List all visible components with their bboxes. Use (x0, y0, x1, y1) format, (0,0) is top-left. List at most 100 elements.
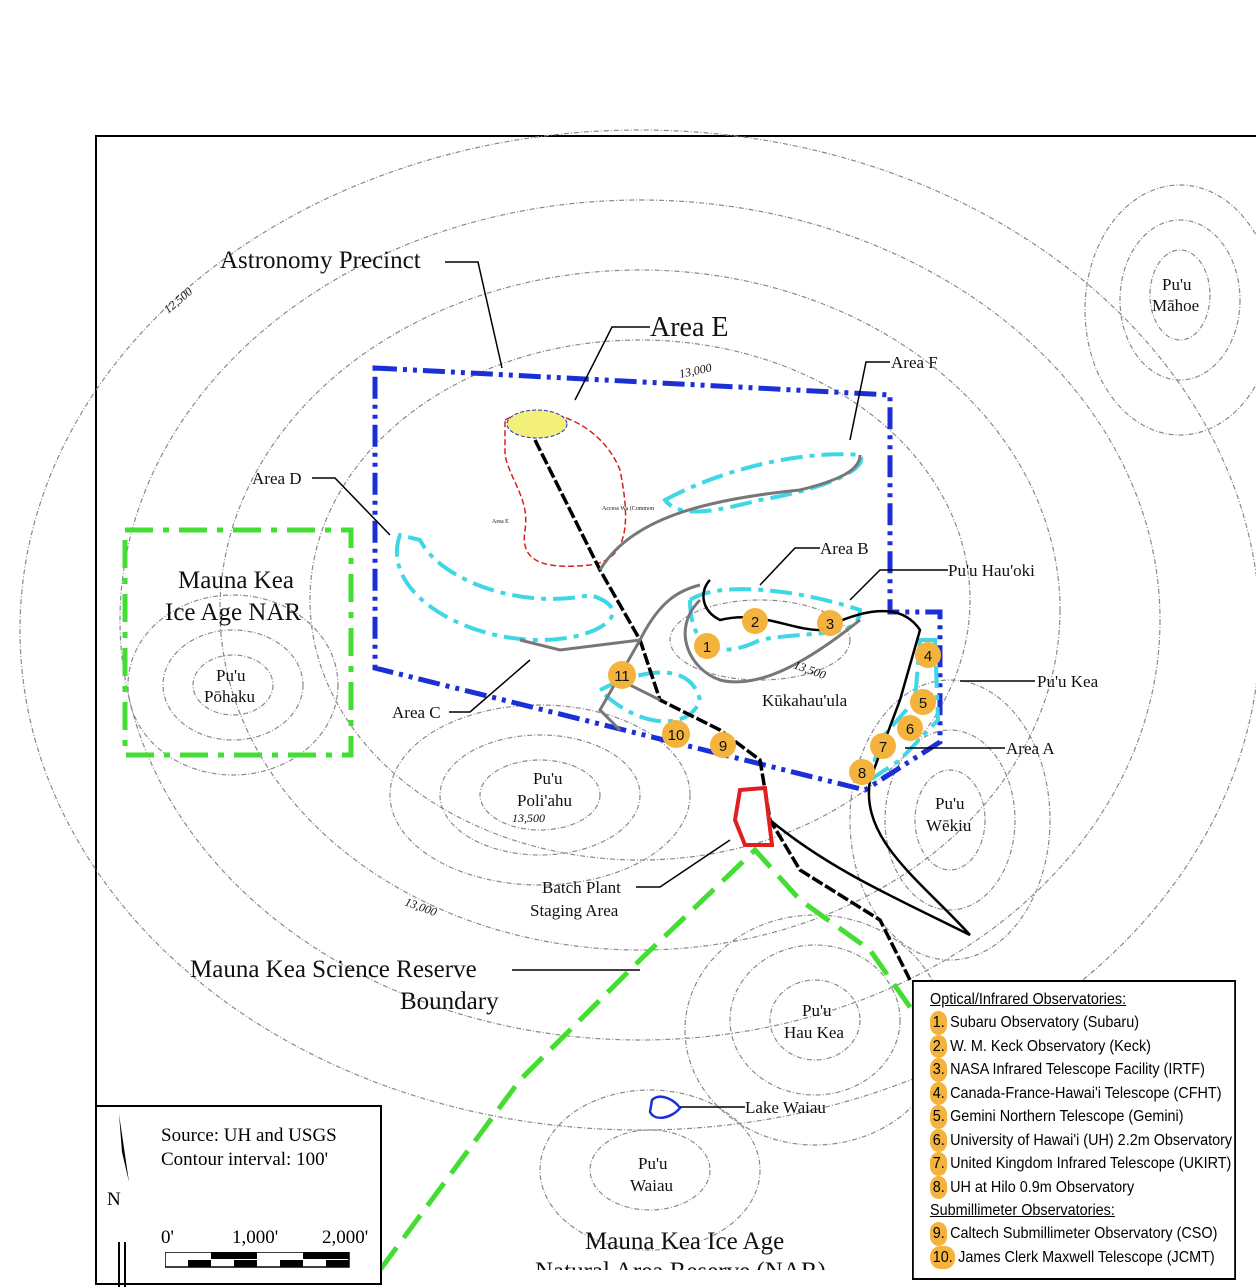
astronomy-precinct-boundary (372, 365, 943, 793)
label-access-way: Access Wa (Common (602, 505, 654, 512)
legend-item: 5.Gemini Northern Telescope (Gemini) (930, 1105, 1234, 1129)
legend-item-number: 7. (930, 1152, 948, 1176)
label-puu-waiau-1: Pu'u (638, 1154, 668, 1173)
observatory-marker-1[interactable]: 1 (694, 633, 720, 659)
legend-item-name: UH at Hilo 0.9m Observatory (950, 1178, 1135, 1196)
label-area-c: Area C (392, 703, 441, 722)
label-area-b: Area B (820, 539, 869, 558)
legend-item-number: 10. (930, 1245, 956, 1269)
observatory-markers: 1 2 3 4 5 6 7 8 9 10 11 (608, 608, 941, 785)
svg-text:10: 10 (668, 727, 685, 744)
legend-item-number: 5. (930, 1105, 948, 1129)
scale-label-0: 0' (161, 1227, 174, 1248)
legend-item-name: Subaru Observatory (Subaru) (950, 1014, 1139, 1031)
nar-boundary-left (122, 527, 354, 758)
label-puu-pohaku-1: Pu'u (216, 666, 246, 685)
area-e-site (506, 409, 568, 439)
label-puu-poliahu-1: Pu'u (533, 769, 563, 788)
legend-item-number: 6. (930, 1128, 948, 1152)
observatory-legend: Optical/Infrared Observatories: 1.Subaru… (912, 980, 1236, 1280)
svg-text:8: 8 (858, 765, 866, 782)
label-puu-mahoe-2: Māhoe (1152, 296, 1199, 315)
label-science-reserve-1: Mauna Kea Science Reserve (190, 956, 477, 983)
observatory-marker-9[interactable]: 9 (710, 732, 736, 758)
scale-label-2000: 2,000' (322, 1227, 369, 1248)
label-batch-plant-1: Batch Plant (542, 878, 621, 897)
observatory-marker-10[interactable]: 10 (662, 720, 690, 748)
label-puu-wekiu-2: Wēkiu (926, 816, 972, 835)
area-e-outline (504, 411, 627, 567)
legend-item: 4.Canada-France-Hawai'i Telescope (CFHT) (930, 1081, 1234, 1105)
label-nar-1: Mauna Kea (178, 567, 294, 594)
label-astronomy-precinct: Astronomy Precinct (220, 247, 421, 274)
label-lake-waiau: Lake Waiau (745, 1098, 826, 1117)
svg-text:3: 3 (826, 616, 834, 633)
svg-text:6: 6 (906, 721, 914, 738)
legend-item-number: 9. (930, 1222, 948, 1246)
label-puu-haukea-1: Pu'u (802, 1001, 832, 1020)
label-puu-mahoe-1: Pu'u (1162, 275, 1192, 294)
contour-label: 13,000 (678, 360, 713, 381)
label-ice-age-nar-2: Natural Area Reserve (NAR) (535, 1258, 826, 1270)
observatory-marker-2[interactable]: 2 (742, 608, 768, 634)
label-puu-poliahu-2: Poli'ahu (517, 791, 573, 810)
legend-item: 7.United Kingdom Infrared Telescope (UKI… (930, 1152, 1234, 1176)
label-puu-pohaku-2: Pōhaku (204, 687, 256, 706)
legend-item-number: 1. (930, 1011, 948, 1035)
observatory-marker-3[interactable]: 3 (817, 610, 843, 636)
legend-optical-header: Optical/Infrared Observatories: (930, 991, 1127, 1008)
label-puu-hauoki: Pu'u Hau'oki (948, 561, 1035, 580)
scale-bar (165, 1252, 350, 1268)
legend-item-number: 8. (930, 1175, 948, 1199)
svg-text:4: 4 (924, 648, 932, 665)
legend-submm-header: Submillimeter Observatories: (930, 1202, 1115, 1219)
observatory-marker-8[interactable]: 8 (849, 759, 875, 785)
legend-item: 1.Subaru Observatory (Subaru) (930, 1011, 1234, 1035)
legend-item-name: University of Hawai'i (UH) 2.2m Observat… (950, 1131, 1233, 1149)
svg-text:1: 1 (703, 639, 711, 656)
legend-item-number: 2. (930, 1034, 948, 1058)
legend-item-name: NASA Infrared Telescope Facility (IRTF) (950, 1061, 1205, 1078)
legend-item-name: W. M. Keck Observatory (Keck) (950, 1037, 1151, 1055)
svg-text:11: 11 (614, 668, 630, 685)
roads (519, 439, 971, 981)
label-ice-age-nar-1: Mauna Kea Ice Age (585, 1228, 784, 1255)
legend-item-name: Gemini Northern Telescope (Gemini) (950, 1108, 1184, 1125)
svg-text:7: 7 (879, 739, 887, 756)
observatory-marker-6[interactable]: 6 (897, 715, 923, 741)
label-area-d: Area D (252, 469, 302, 488)
legend-item-name: Caltech Submillimeter Observatory (CSO) (950, 1225, 1218, 1242)
label-puu-waiau-2: Waiau (630, 1176, 673, 1195)
legend-item: 2.W. M. Keck Observatory (Keck) (930, 1034, 1234, 1058)
label-puu-kea: Pu'u Kea (1037, 672, 1099, 691)
svg-text:9: 9 (719, 738, 727, 755)
observatory-marker-11[interactable]: 11 (608, 661, 636, 689)
label-nar-2: Ice Age NAR (165, 599, 301, 626)
legend-item-number: 4. (930, 1081, 948, 1105)
lake-waiau (648, 1095, 682, 1120)
label-area-e: Area E (650, 312, 729, 343)
observatory-marker-7[interactable]: 7 (870, 733, 896, 759)
label-area-e-small: Area E (492, 519, 509, 525)
legend-item: 10.James Clerk Maxwell Telescope (JCMT) (930, 1245, 1234, 1269)
label-kukahauula: Kūkahau'ula (762, 691, 848, 710)
north-label: N (107, 1189, 121, 1210)
source-box: N Source: UH and USGS Contour interval: … (95, 1105, 382, 1287)
source-text: Source: UH and USGS (161, 1125, 337, 1146)
svg-text:5: 5 (919, 695, 927, 712)
legend-item-name: James Clerk Maxwell Telescope (JCMT) (958, 1248, 1215, 1266)
label-area-a: Area A (1006, 739, 1055, 758)
leader-lines (312, 261, 1035, 1108)
legend-item: 9.Caltech Submillimeter Observatory (CSO… (930, 1222, 1234, 1246)
nar-boundary-south (377, 846, 915, 1270)
contour-label: 13,500 (512, 811, 545, 825)
label-area-f: Area F (891, 353, 938, 372)
observatory-marker-4[interactable]: 4 (915, 642, 941, 668)
legend-item: 8.UH at Hilo 0.9m Observatory (930, 1175, 1234, 1199)
observatory-marker-5[interactable]: 5 (910, 689, 936, 715)
label-science-reserve-2: Boundary (400, 988, 499, 1015)
legend-item-name: United Kingdom Infrared Telescope (UKIRT… (950, 1155, 1232, 1172)
legend-item: 3.NASA Infrared Telescope Facility (IRTF… (930, 1058, 1234, 1082)
legend-item-number: 3. (930, 1058, 948, 1082)
